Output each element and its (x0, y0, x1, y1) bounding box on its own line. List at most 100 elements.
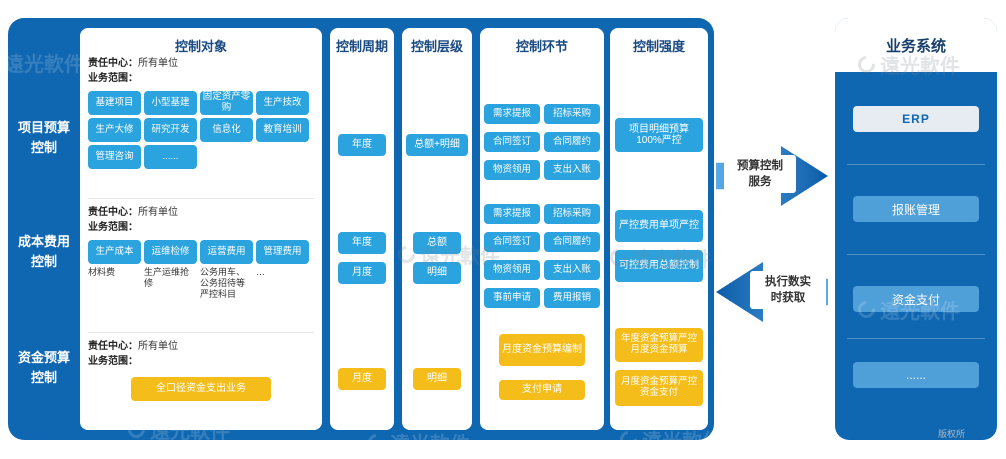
arrow-label-line: 服务 (748, 176, 772, 188)
object-note: 生产运维抢修 (144, 267, 190, 288)
link-tag: 支出入账 (544, 260, 600, 280)
object-tag: 生产技改 (256, 91, 309, 115)
link-tag: 支出入账 (544, 160, 600, 180)
link-tag: 支付申请 (499, 380, 585, 400)
arrow-label-line: 时获取 (770, 292, 806, 304)
column-control-link: 控制环节 需求提报 招标采购 合同签订 合同履约 物资领用 支出入账 需求提报 … (480, 28, 604, 430)
object-tags-project: 基建项目 小型基建 固定资产零购 生产技改 生产大修 研究开发 信息化 教育培训… (88, 91, 314, 169)
column-control-strength: 控制强度 项目明细预算100%严控 严控费用单项严控 可控费用总额控制 年度资金… (610, 28, 708, 430)
business-system-panel: 业务系统 ERP 报账管理 资金支付 ...... (835, 18, 997, 440)
business-system-item-more: ...... (853, 362, 979, 388)
row-label-capital-budget: 资金预算 控制 (8, 348, 80, 388)
object-tag-capital: 全口径资金支出业务 (131, 377, 271, 401)
column-title-control-link: 控制环节 (515, 39, 568, 54)
strength-tag: 年度资金预算严控月度资金预算 (615, 328, 703, 362)
object-tag: 生产大修 (88, 118, 141, 142)
object-note: 公务用车、公务招待等严控科目 (200, 267, 246, 299)
watermark-logo-icon (0, 50, 3, 75)
object-tag: 运维检修 (144, 240, 197, 264)
level-tag: 总额+明细 (406, 134, 468, 156)
responsibility-value: 所有单位 (138, 341, 178, 352)
link-tag: 招标采购 (544, 204, 600, 224)
object-tag: 管理费用 (256, 240, 309, 264)
object-section-capital: 责任中心：所有单位 业务范围： 全口径资金支出业务 (88, 332, 314, 428)
row-label-line: 资金预算 (17, 350, 70, 365)
object-tag: 研究开发 (144, 118, 197, 142)
column-title-control-object: 控制对象 (174, 39, 227, 54)
link-tag: 事前申请 (484, 288, 540, 308)
panel-divider (847, 254, 985, 255)
object-tag: 运营费用 (200, 240, 253, 264)
responsibility-label: 责任中心： (88, 341, 138, 352)
object-section-project: 责任中心：所有单位 业务范围： 基建项目 小型基建 固定资产零购 生产技改 生产… (88, 56, 314, 198)
arrow-budget-control-service: 预算控制 服务 (716, 146, 828, 206)
link-tag: 合同履约 (544, 132, 600, 152)
panel-divider (847, 338, 985, 339)
level-tag: 明细 (413, 368, 461, 390)
object-tag: 基建项目 (88, 91, 141, 115)
link-tag: 合同签订 (484, 132, 540, 152)
cycle-tag: 年度 (338, 232, 386, 254)
object-tag: 信息化 (200, 118, 253, 142)
link-tag: 合同签订 (484, 232, 540, 252)
row-label-line: 项目预算 (17, 120, 70, 135)
object-tag: 管理咨询 (88, 145, 141, 169)
object-tags-cost: 生产成本 运维检修 运营费用 管理费用 (88, 240, 314, 264)
row-label-line: 控制 (30, 254, 57, 269)
cycle-tag: 月度 (338, 262, 386, 284)
strength-tag: 严控费用单项严控 (615, 210, 703, 242)
object-tag: ...... (144, 145, 197, 169)
business-system-item-payment: 资金支付 (853, 286, 979, 312)
strength-tag: 可控费用总额控制 (615, 250, 703, 282)
column-control-object: 控制对象 责任中心：所有单位 业务范围： 基建项目 小型基建 固定资产零购 生产… (80, 28, 322, 430)
link-tag: 物资领用 (484, 160, 540, 180)
level-tag: 总额 (413, 232, 461, 254)
arrow-label-budget-service: 预算控制 服务 (724, 155, 796, 193)
scope-label: 业务范围： (88, 222, 138, 233)
row-label-cost-expense: 成本费用 控制 (8, 232, 80, 272)
responsibility-line: 责任中心：所有单位 (88, 339, 314, 354)
business-system-item-erp: ERP (853, 106, 979, 132)
row-label-project-budget: 项目预算 控制 (8, 118, 80, 158)
link-tag: 费用报销 (544, 288, 600, 308)
object-tag: 生产成本 (88, 240, 141, 264)
link-tag: 招标采购 (544, 104, 600, 124)
cycle-tag: 月度 (338, 368, 386, 390)
row-label-line: 成本费用 (17, 234, 70, 249)
cycle-tag: 年度 (338, 134, 386, 156)
link-tag: 物资领用 (484, 260, 540, 280)
arrow-label-execution-data: 执行数实 时获取 (750, 271, 826, 309)
object-note: … (256, 267, 265, 277)
copyright-text: 版权所 (938, 429, 966, 439)
link-tag: 需求提报 (484, 104, 540, 124)
link-tag: 月度资金预算编制 (499, 334, 585, 366)
object-tag: 固定资产零购 (200, 91, 253, 115)
object-section-cost: 责任中心：所有单位 业务范围： 生产成本 运维检修 运营费用 管理费用 材料费 … (88, 198, 314, 332)
arrow-label-line: 预算控制 (737, 160, 783, 172)
column-title-control-level: 控制层级 (410, 39, 463, 54)
link-tag: 需求提报 (484, 204, 540, 224)
column-title-control-strength: 控制强度 (632, 39, 685, 54)
responsibility-label: 责任中心： (88, 58, 138, 69)
budget-control-panel: 项目预算 控制 成本费用 控制 资金预算 控制 控制对象 责任中心：所有单位 业… (8, 18, 714, 440)
panel-divider (847, 164, 985, 165)
responsibility-value: 所有单位 (138, 58, 178, 69)
object-notes-cost: 材料费 生产运维抢修 公务用车、公务招待等严控科目 … (88, 267, 314, 300)
business-system-title: 业务系统 (835, 18, 997, 72)
object-tag: 教育培训 (256, 118, 309, 142)
column-title-control-cycle: 控制周期 (335, 39, 388, 54)
level-tag: 明细 (413, 262, 461, 284)
arrow-execution-data: 执行数实 时获取 (716, 262, 828, 322)
responsibility-label: 责任中心： (88, 207, 138, 218)
business-system-item-reimbursement: 报账管理 (853, 196, 979, 222)
row-label-line: 控制 (30, 140, 57, 155)
strength-tag: 项目明细预算100%严控 (615, 118, 703, 152)
strength-tag: 月度资金预算严控资金支付 (615, 370, 703, 406)
responsibility-line: 责任中心：所有单位 (88, 205, 314, 220)
scope-label: 业务范围： (88, 73, 138, 84)
column-control-level: 控制层级 总额+明细 总额 明细 明细 (402, 28, 472, 430)
responsibility-value: 所有单位 (138, 207, 178, 218)
object-tag: 小型基建 (144, 91, 197, 115)
arrow-label-line: 执行数实 (765, 276, 811, 288)
